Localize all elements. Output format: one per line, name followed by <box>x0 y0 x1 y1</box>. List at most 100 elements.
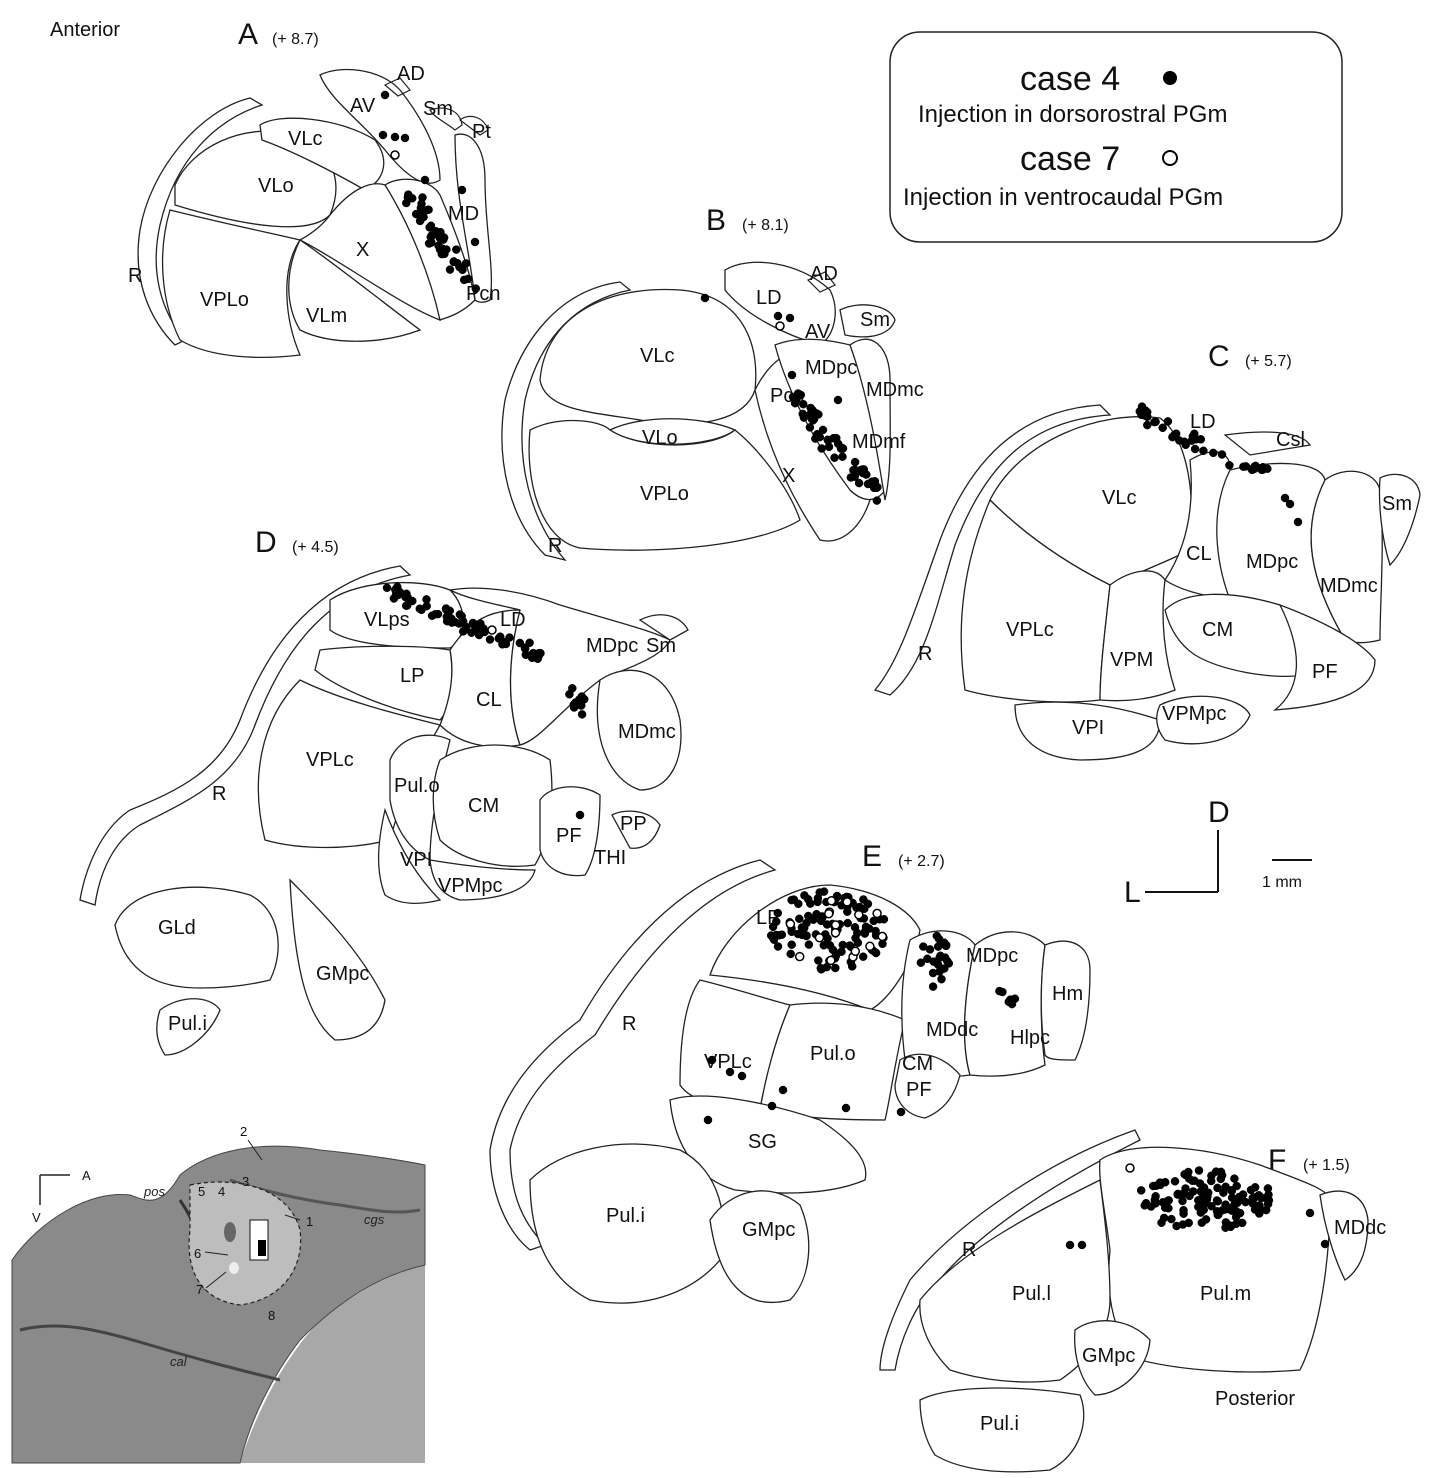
cell-f-filled <box>1214 1184 1222 1192</box>
cell-d-filled <box>578 710 586 718</box>
cell-c-filled <box>1209 449 1217 457</box>
cell-e-filled <box>852 934 860 942</box>
cell-e-filled <box>788 941 796 949</box>
label-b-vlo: VLo <box>642 427 678 449</box>
label-d-pf: PF <box>556 825 582 847</box>
cell-e-filled <box>795 915 803 923</box>
label-e-mddc: MDdc <box>926 1019 978 1041</box>
cell-a-filled <box>381 91 389 99</box>
cell-f-filled <box>1254 1206 1262 1214</box>
inset-num-3: 3 <box>242 1174 249 1189</box>
label-d-lp: LP <box>400 665 424 687</box>
cell-f-filled <box>1178 1190 1186 1198</box>
cell-e-filled <box>816 889 824 897</box>
cell-a-filled <box>427 222 435 230</box>
cell-e-filled <box>738 1072 746 1080</box>
label-b-mdpc: MDpc <box>805 357 857 379</box>
cell-f-filled <box>1213 1197 1221 1205</box>
cell-e-filled <box>814 957 822 965</box>
inset-num-1: 1 <box>306 1214 313 1229</box>
cell-f-filled <box>1189 1188 1197 1196</box>
cell-f-filled <box>1171 1177 1179 1185</box>
cell-e-filled <box>774 909 782 917</box>
cell-f-filled <box>1137 1186 1145 1194</box>
label-d-ld: LD <box>500 609 526 631</box>
label-c-mdmc: MDmc <box>1320 575 1378 597</box>
cell-e-filled <box>726 1068 734 1076</box>
cell-e-filled <box>798 931 806 939</box>
section-e-level: (+ 2.7) <box>898 853 945 870</box>
cell-d-filled <box>521 645 529 653</box>
label-c-pf: PF <box>1312 661 1338 683</box>
label-d-gld: GLd <box>158 917 196 939</box>
cell-d-filled <box>534 653 542 661</box>
cell-b-filled <box>834 396 842 404</box>
cell-c-filled <box>1197 435 1205 443</box>
inset-num-5: 5 <box>198 1184 205 1199</box>
label-d-vpmpc: VPMpc <box>438 875 502 897</box>
label-c-csl: Csl <box>1276 429 1305 451</box>
cell-c-filled <box>1175 437 1183 445</box>
cell-f-filled <box>1078 1241 1086 1249</box>
label-b-vlc: VLc <box>640 345 674 367</box>
cell-a-filled <box>450 257 458 265</box>
cell-e-filled <box>872 949 880 957</box>
cell-d-filled <box>565 690 573 698</box>
cell-d-filled <box>396 588 404 596</box>
label-a-vlm: VLm <box>306 305 347 327</box>
label-b-r: R <box>548 535 562 557</box>
section-b: B (+ 8.1) AD LD Sm AV MDpc VLc MDmc Pcn … <box>502 204 924 560</box>
cell-b-filled <box>788 371 796 379</box>
cell-e-filled <box>772 918 780 926</box>
label-c-vlc: VLc <box>1102 487 1136 509</box>
inset-num-6: 6 <box>194 1246 201 1261</box>
legend-open-marker <box>1163 151 1177 165</box>
cell-e-filled <box>940 939 948 947</box>
cell-e-filled <box>926 945 934 953</box>
cell-b-filled <box>812 409 820 417</box>
cell-d-filled <box>428 612 436 620</box>
section-d-level: (+ 4.5) <box>292 539 339 556</box>
label-a-x: X <box>356 239 369 261</box>
cell-f-filled <box>1160 1214 1168 1222</box>
inset-orient-v: V <box>32 1210 41 1225</box>
cell-d-filled <box>451 618 459 626</box>
cell-e-open <box>827 956 835 964</box>
cell-e-filled <box>842 1104 850 1112</box>
cell-c-filled <box>1164 417 1172 425</box>
cell-f-filled <box>1163 1197 1171 1205</box>
cell-e-filled <box>865 925 873 933</box>
cell-b-filled <box>859 469 867 477</box>
cell-e-open <box>873 909 881 917</box>
cell-a-filled <box>419 209 427 217</box>
label-a-pt: Pt <box>472 121 491 143</box>
cell-a-open <box>391 151 399 159</box>
cell-e-filled <box>826 941 834 949</box>
label-d-cl: CL <box>476 689 502 711</box>
label-d-pp: PP <box>620 813 647 835</box>
section-c-vpm <box>1100 571 1175 701</box>
label-f-pul-l: Pul.l <box>1012 1283 1051 1305</box>
section-b-level: (+ 8.1) <box>742 217 789 234</box>
cell-f-filled <box>1190 1177 1198 1185</box>
cell-a-filled <box>460 276 468 284</box>
cell-e-filled <box>805 941 813 949</box>
cell-e-filled <box>831 964 839 972</box>
cell-e-filled <box>804 895 812 903</box>
label-e-sg: SG <box>748 1131 777 1153</box>
cell-f-filled <box>1202 1215 1210 1223</box>
label-a-r: R <box>128 265 142 287</box>
cell-a-filled <box>428 232 436 240</box>
cell-b-filled <box>792 392 800 400</box>
cell-a-filled <box>462 259 470 267</box>
cell-a-filled <box>446 266 454 274</box>
cell-e-filled <box>897 1108 905 1116</box>
cell-f-filled <box>1164 1204 1172 1212</box>
cell-e-filled <box>880 915 888 923</box>
label-b-mdmc: MDmc <box>866 379 924 401</box>
cell-d-filled <box>576 811 584 819</box>
cell-e-open <box>832 921 840 929</box>
inset-sulcus-pos: pos <box>143 1184 165 1199</box>
cell-b-filled <box>839 453 847 461</box>
label-a-sm: Sm <box>423 98 453 120</box>
